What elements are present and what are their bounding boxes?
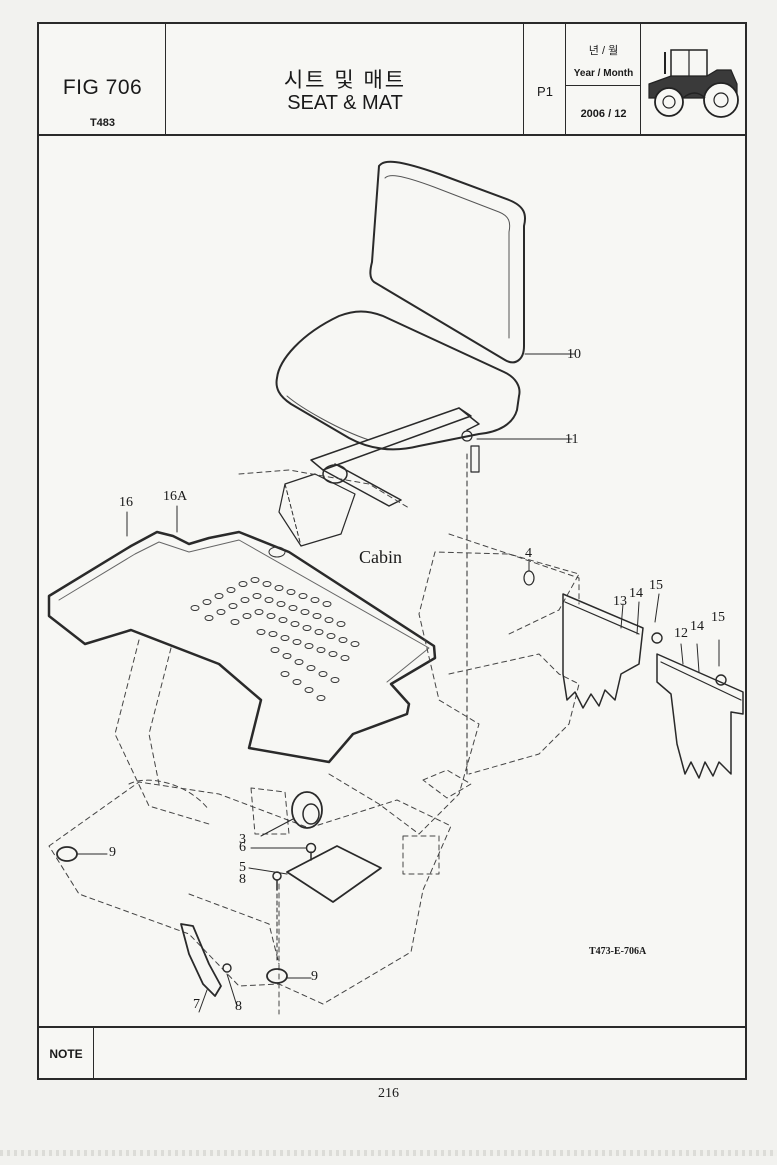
figure-model-code: T483 bbox=[89, 117, 116, 129]
title-cell: 시트 및 매트 SEAT & MAT bbox=[166, 24, 524, 134]
parts-sheet: FIG 706 T483 시트 및 매트 SEAT & MAT P1 년 / 월… bbox=[37, 22, 747, 1080]
callout-3: 3 bbox=[239, 832, 246, 847]
drawing-code: T473-E-706A bbox=[589, 946, 647, 957]
callout-15-a: 15 bbox=[649, 578, 663, 593]
date-label-korean: 년 / 월 bbox=[588, 45, 619, 57]
note-label: NOTE bbox=[39, 1028, 94, 1080]
title-english: SEAT & MAT bbox=[287, 92, 403, 114]
note-row: NOTE bbox=[39, 1026, 745, 1080]
callout-9-a: 9 bbox=[109, 845, 116, 860]
callout-12: 12 bbox=[674, 626, 688, 641]
logo-cell bbox=[641, 24, 745, 134]
callout-14-a: 14 bbox=[629, 586, 643, 601]
callout-16: 16 bbox=[119, 495, 133, 510]
scan-artifact-strip bbox=[0, 1150, 777, 1156]
callout-13: 13 bbox=[613, 594, 627, 609]
mud-flap-left bbox=[562, 593, 644, 709]
exploded-view-drawing: 10 11 16 16A 4 13 14 15 12 14 15 3 6 5 8… bbox=[39, 134, 745, 1026]
date-label-box: 년 / 월 Year / Month bbox=[566, 24, 641, 86]
page-number: 216 bbox=[378, 1086, 399, 1101]
callout-15-b: 15 bbox=[711, 610, 725, 625]
date-value: 2006 / 12 bbox=[580, 108, 627, 120]
figure-number: FIG 706 bbox=[62, 76, 143, 99]
callout-8-a: 8 bbox=[239, 872, 246, 887]
callout-8-b: 8 bbox=[235, 999, 242, 1014]
seat-backrest bbox=[369, 160, 527, 364]
callout-5: 5 bbox=[239, 860, 246, 875]
callout-11: 11 bbox=[565, 432, 579, 447]
date-cell: 년 / 월 Year / Month 2006 / 12 bbox=[566, 24, 641, 134]
tractor-icon bbox=[648, 49, 739, 118]
callout-6: 6 bbox=[239, 840, 246, 855]
cabin-label: Cabin bbox=[359, 547, 402, 567]
figure-cell: FIG 706 T483 bbox=[39, 24, 166, 134]
callout-4: 4 bbox=[525, 546, 532, 561]
callout-9-b: 9 bbox=[311, 969, 318, 984]
callout-7: 7 bbox=[193, 997, 200, 1012]
callout-16a: 16A bbox=[163, 489, 188, 504]
callout-10: 10 bbox=[567, 347, 581, 362]
callout-14-b: 14 bbox=[690, 619, 704, 634]
seat-and-mat-illustration bbox=[47, 160, 744, 1015]
page-cell: P1 bbox=[524, 24, 566, 134]
page-label: P1 bbox=[537, 84, 553, 99]
title-korean: 시트 및 매트 bbox=[283, 69, 407, 92]
floor-mat bbox=[47, 530, 437, 764]
title-block: FIG 706 T483 시트 및 매트 SEAT & MAT P1 년 / 월… bbox=[39, 24, 745, 136]
seat-cushion bbox=[275, 310, 521, 451]
mud-flap-right bbox=[656, 653, 744, 779]
date-label-english: Year / Month bbox=[573, 68, 634, 79]
